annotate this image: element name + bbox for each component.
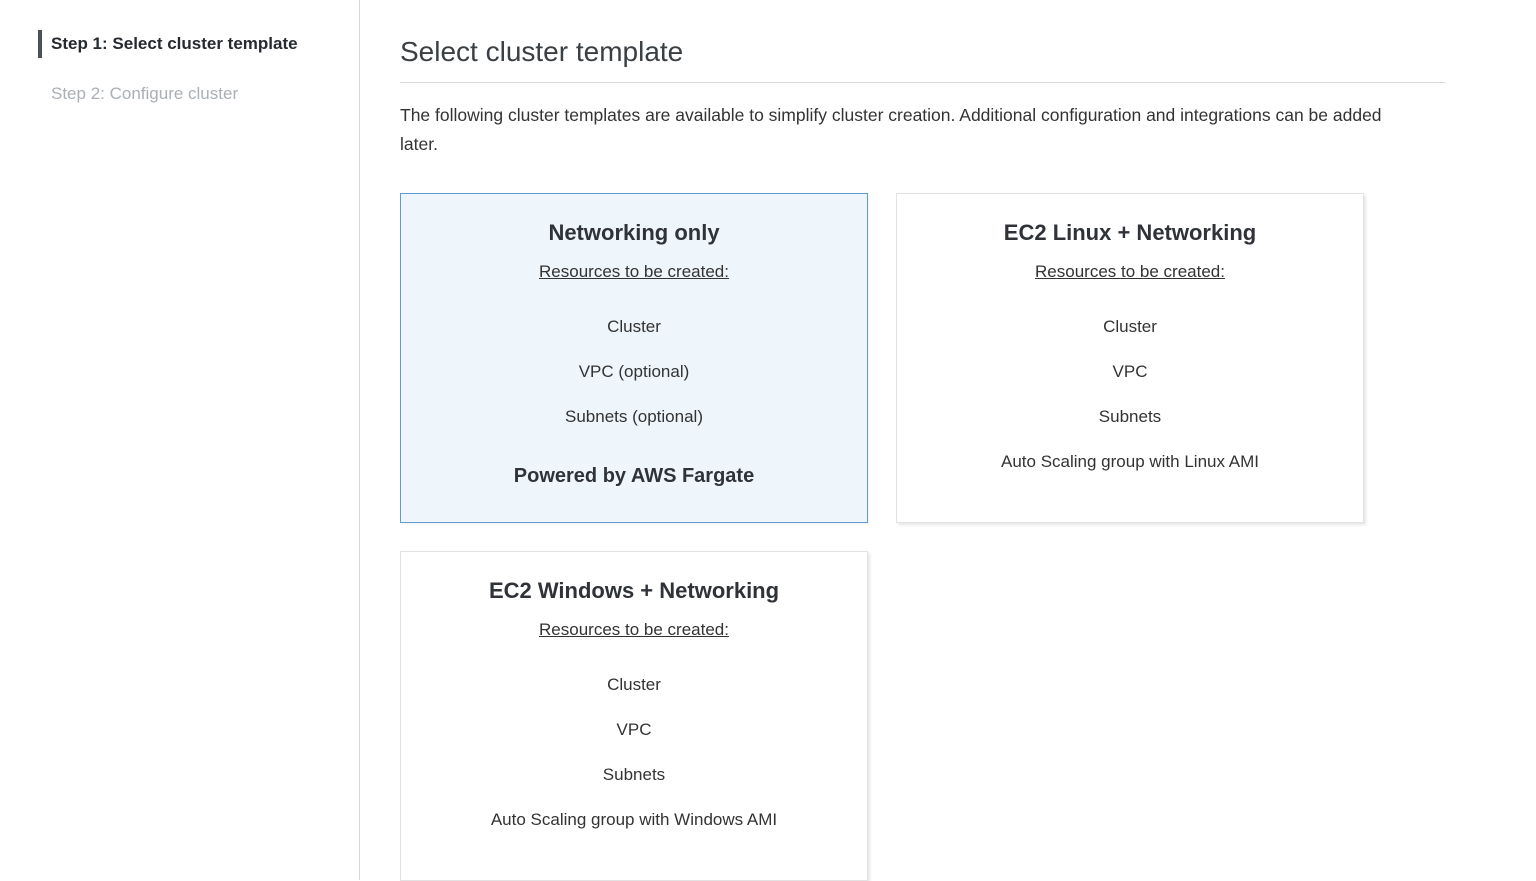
wizard-steps-sidebar: Step 1: Select cluster template Step 2: … <box>0 0 360 880</box>
resource-item: VPC <box>1112 361 1148 381</box>
resource-item: Cluster <box>607 316 661 336</box>
cluster-template-card-networking-only[interactable]: Networking only Resources to be created:… <box>400 192 868 523</box>
page-title: Select cluster template <box>400 36 684 67</box>
resource-item: Subnets (optional) <box>565 406 703 426</box>
resources-heading: Resources to be created: <box>539 261 729 281</box>
resources-heading: Resources to be created: <box>539 619 729 639</box>
card-title: EC2 Windows + Networking <box>488 577 780 603</box>
resource-item: VPC (optional) <box>578 361 690 381</box>
title-divider <box>400 82 1445 83</box>
card-title: EC2 Linux + Networking <box>1003 219 1257 245</box>
resource-item: Cluster <box>1103 316 1157 336</box>
main-content: Select cluster template The following cl… <box>400 0 1445 881</box>
fargate-label: Powered by AWS Fargate <box>513 464 755 487</box>
cluster-template-card-ec2-windows-networking[interactable]: EC2 Windows + Networking Resources to be… <box>400 550 868 881</box>
resource-list: Cluster VPC Subnets Auto Scaling group w… <box>913 292 1347 497</box>
resource-item: Auto Scaling group with Windows AMI <box>490 809 778 829</box>
cluster-template-cards: Networking only Resources to be created:… <box>400 192 1380 881</box>
resource-list: Cluster VPC (optional) Subnets (optional… <box>417 292 851 452</box>
resource-item: Cluster <box>607 674 661 694</box>
page-description: The following cluster templates are avai… <box>400 105 1382 154</box>
resources-heading: Resources to be created: <box>1035 261 1225 281</box>
resource-item: Auto Scaling group with Linux AMI <box>1001 451 1259 471</box>
resource-list: Cluster VPC Subnets Auto Scaling group w… <box>417 650 851 855</box>
resource-item: Subnets <box>1098 406 1162 426</box>
step-2-configure-cluster[interactable]: Step 2: Configure cluster <box>51 84 239 103</box>
card-title: Networking only <box>548 219 720 245</box>
resource-item: Subnets <box>602 764 666 784</box>
cluster-template-card-ec2-linux-networking[interactable]: EC2 Linux + Networking Resources to be c… <box>896 192 1364 523</box>
step-1-select-cluster-template[interactable]: Step 1: Select cluster template <box>38 30 359 58</box>
resource-item: VPC <box>616 719 652 739</box>
